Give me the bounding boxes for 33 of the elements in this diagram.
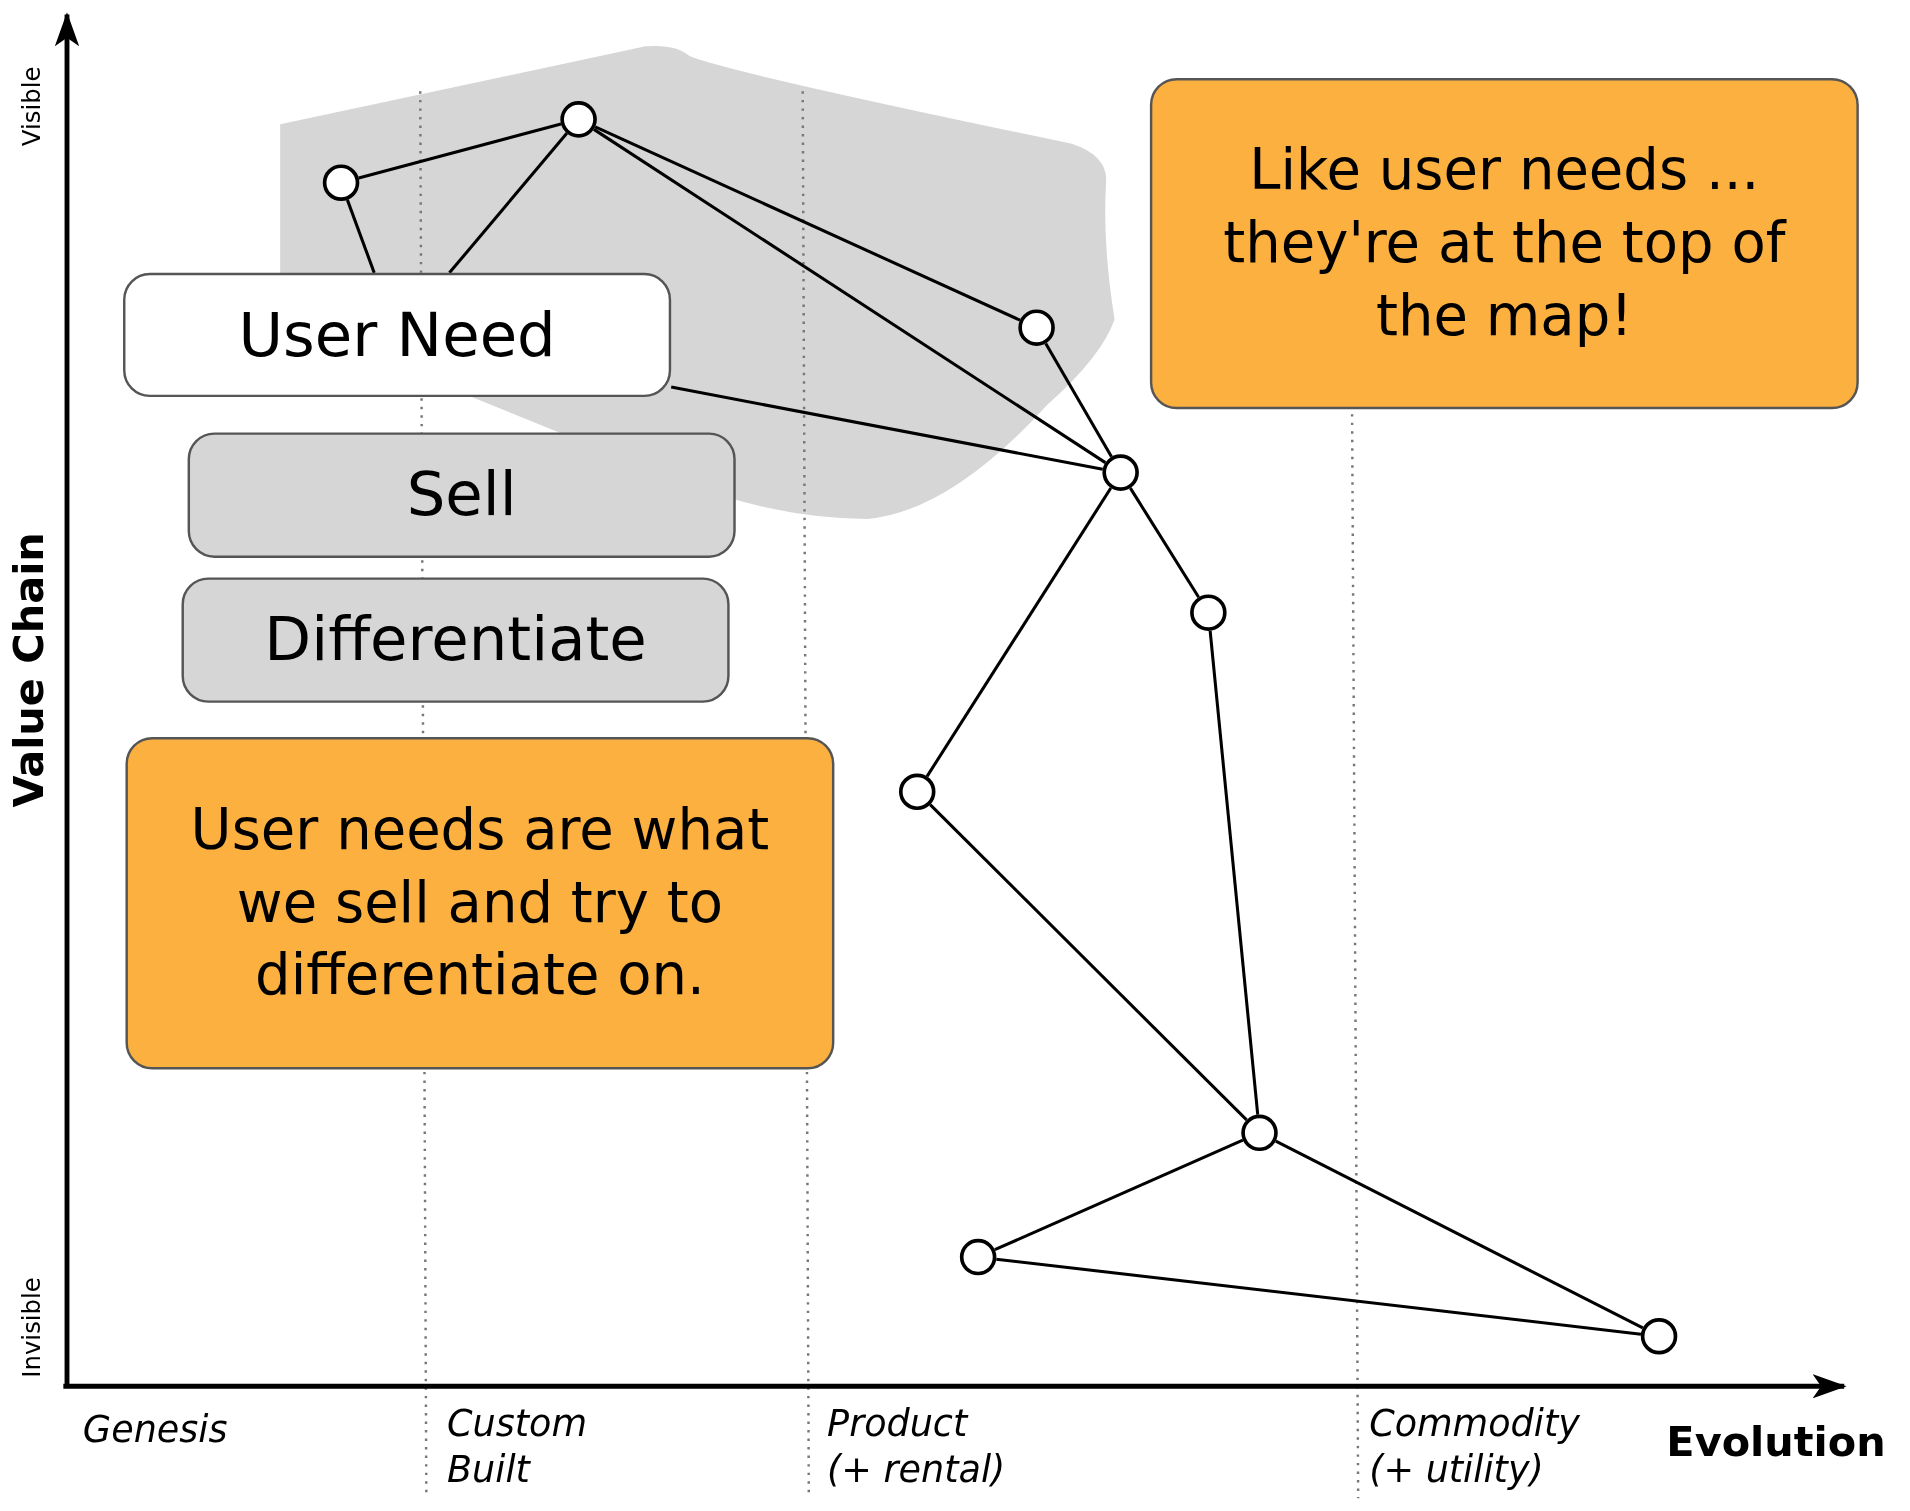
component-circle: [1102, 454, 1139, 491]
component-box: Sell: [187, 432, 736, 558]
axis-title: Value Chain: [2, 531, 54, 810]
connector-line: [345, 199, 376, 274]
connector-line: [929, 803, 1248, 1121]
callout-box: Like user needs ... they're at the top of the map!: [1149, 77, 1859, 410]
connector-line: [925, 487, 1113, 778]
axis-label: Invisible: [17, 1276, 48, 1380]
stage-label: Product (+ rental): [827, 1401, 1007, 1493]
callout-box: User needs are what we sell and try to differentiate on.: [125, 736, 835, 1070]
component-circle: [1640, 1318, 1678, 1355]
component-box: User Need: [123, 272, 672, 398]
component-box: Differentiate: [181, 577, 730, 703]
connector-line: [996, 1257, 1642, 1336]
connector-line: [594, 125, 1021, 322]
component-circle: [1190, 594, 1227, 631]
axis-label: Visible: [17, 65, 48, 149]
connector-line: [1129, 487, 1200, 599]
component-circle: [898, 773, 936, 811]
component-circle: [959, 1238, 997, 1276]
stage-label: Custom Built: [447, 1401, 589, 1493]
connector-line: [1044, 342, 1113, 458]
connector-line: [358, 122, 562, 180]
connector-line: [994, 1138, 1244, 1252]
connector-line: [448, 132, 568, 274]
connector-line: [1208, 630, 1260, 1115]
connector-line: [1275, 1139, 1644, 1330]
stage-label: Commodity (+ utility): [1369, 1401, 1581, 1493]
axis-title: Evolution: [1666, 1415, 1887, 1468]
component-circle: [1241, 1114, 1278, 1152]
stage-label: Genesis: [82, 1407, 229, 1453]
connector-line: [670, 385, 1103, 471]
connector-line: [593, 128, 1107, 464]
